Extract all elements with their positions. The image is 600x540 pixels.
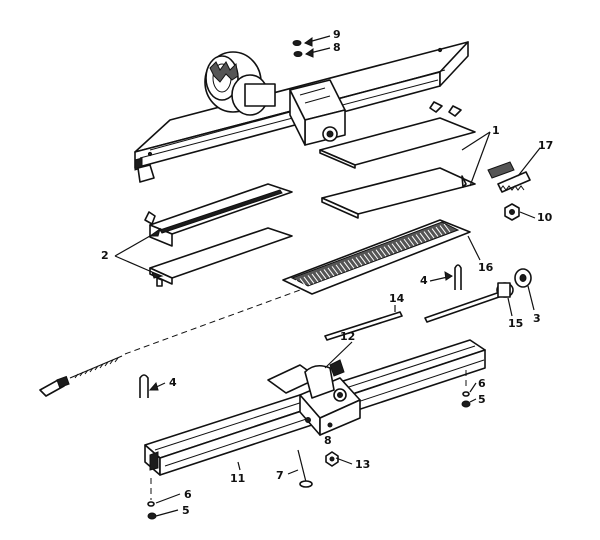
comb-tooth xyxy=(371,250,379,260)
comb-tooth xyxy=(387,244,395,254)
callout-8-bottom: 8 xyxy=(324,434,332,447)
comb-tooth xyxy=(423,231,431,240)
callout-6-left: 6 xyxy=(184,488,192,501)
comb-tooth xyxy=(319,270,327,280)
comb-tooth xyxy=(407,237,415,246)
part-12-carriage-block xyxy=(267,359,361,436)
callout-17: 17 xyxy=(538,139,554,152)
comb-tooth xyxy=(391,243,399,252)
parts-8-9-small-screws xyxy=(292,40,303,57)
comb-tooth xyxy=(295,279,303,289)
threaded-shaft xyxy=(39,289,301,397)
part-13-nut xyxy=(325,451,339,467)
comb-tooth xyxy=(339,263,347,272)
callout-5-left: 5 xyxy=(182,504,190,517)
comb-tooth xyxy=(415,234,423,243)
upper-carriage-assembly xyxy=(134,41,469,183)
comb-tooth xyxy=(427,229,435,239)
comb-tooth xyxy=(323,269,331,278)
comb-tooth xyxy=(315,272,323,281)
comb-tooth xyxy=(359,255,367,265)
part-4-u-bolts xyxy=(139,264,462,398)
comb-tooth xyxy=(303,276,311,286)
parts-5-6-washers xyxy=(147,370,471,520)
callout-16: 16 xyxy=(478,261,494,274)
callout-10: 10 xyxy=(537,211,553,224)
leader-arrowheads xyxy=(148,37,453,391)
part-7-screw xyxy=(297,449,313,488)
comb-tooth xyxy=(355,256,363,266)
callout-1: 1 xyxy=(492,124,500,137)
comb-tooth xyxy=(379,247,387,257)
comb-tooth xyxy=(419,232,427,242)
comb-tooth xyxy=(363,253,371,263)
part-10-nut xyxy=(504,203,520,221)
comb-tooth xyxy=(311,273,319,283)
comb-tooth xyxy=(335,264,343,274)
comb-tooth xyxy=(347,260,355,269)
callout-2: 2 xyxy=(101,249,109,262)
comb-tooth xyxy=(331,266,339,275)
callout-9: 9 xyxy=(333,28,341,41)
comb-tooth xyxy=(343,261,351,271)
part-1-plates xyxy=(319,101,476,219)
callout-15: 15 xyxy=(508,317,524,330)
part-17-clips xyxy=(487,161,531,193)
callout-14: 14 xyxy=(389,292,405,305)
part-16-toothed-strip xyxy=(282,219,471,295)
rods-and-bolt xyxy=(324,268,532,341)
comb-tooth xyxy=(375,249,383,259)
comb-tooth xyxy=(399,240,407,249)
callout-4-bottom: 4 xyxy=(169,376,177,389)
comb-tooth xyxy=(299,278,307,287)
comb-tooth xyxy=(403,238,411,248)
comb-tooth xyxy=(395,241,403,251)
comb-tooth xyxy=(431,228,439,237)
comb-tooth xyxy=(435,226,443,236)
comb-tooth xyxy=(367,252,375,262)
comb-tooth xyxy=(327,267,335,277)
callout-7: 7 xyxy=(276,469,284,482)
part-2-plates xyxy=(144,183,293,287)
comb-tooth xyxy=(307,275,315,284)
callout-3: 3 xyxy=(533,312,541,325)
callout-11: 11 xyxy=(230,472,246,485)
callout-6-right: 6 xyxy=(478,377,486,390)
callout-8-top: 8 xyxy=(333,41,341,54)
comb-tooth xyxy=(443,223,451,233)
comb-tooth xyxy=(383,246,391,256)
comb-tooth xyxy=(439,225,447,234)
callout-4-top: 4 xyxy=(420,274,428,287)
comb-tooth xyxy=(351,258,359,268)
callout-5-right: 5 xyxy=(478,393,486,406)
callout-12: 12 xyxy=(340,330,356,343)
callout-13: 13 xyxy=(355,458,371,471)
comb-tooth xyxy=(411,235,419,245)
